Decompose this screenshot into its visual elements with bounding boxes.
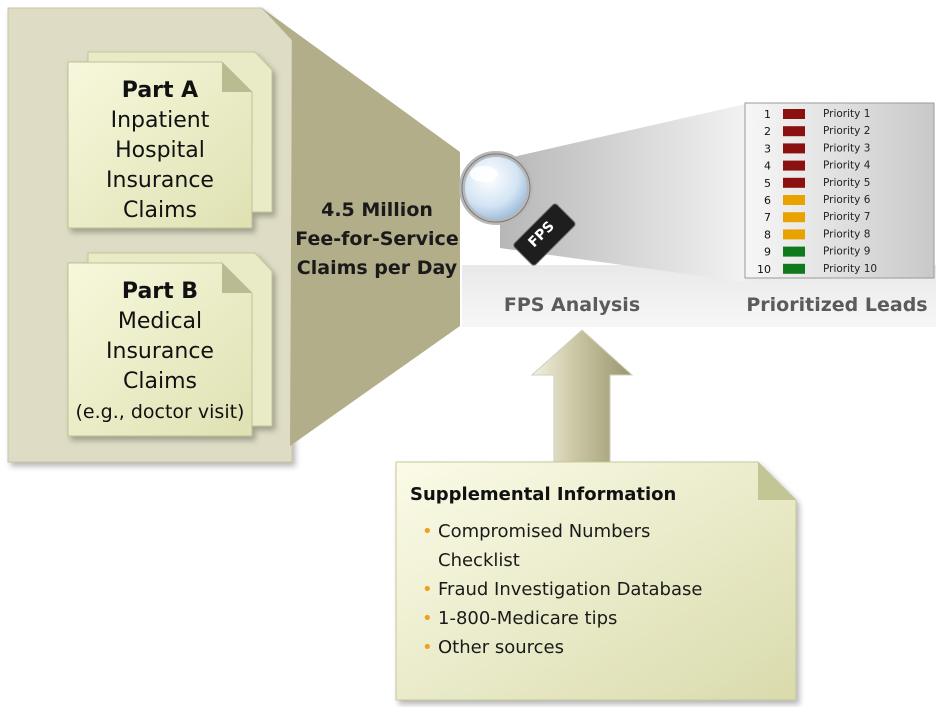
priority-label: Priority 7 xyxy=(823,211,870,223)
priority-rank: 6 xyxy=(764,194,771,207)
part-a-line: Inpatient xyxy=(110,108,210,133)
part-b-line: Medical xyxy=(117,309,203,334)
claims-funnel xyxy=(262,8,460,446)
part-b-title: Part B xyxy=(121,279,199,304)
supplemental-item-line: 1-800-Medicare tips xyxy=(438,608,618,629)
priority-swatch xyxy=(783,177,805,188)
part-b-document xyxy=(67,252,273,437)
bullet-icon: • xyxy=(422,521,433,542)
priority-label: Priority 10 xyxy=(823,263,877,275)
priority-swatch xyxy=(783,143,805,154)
priority-row: 9 Priority 9 xyxy=(764,246,870,259)
priority-label: Priority 4 xyxy=(823,160,871,172)
priority-row: 3 Priority 3 xyxy=(764,142,870,155)
leads-panel xyxy=(744,102,935,279)
supplemental-info: Supplemental Information • Compromised N… xyxy=(410,484,790,662)
priority-swatch xyxy=(783,109,805,119)
priority-label: Priority 8 xyxy=(823,228,870,240)
up-arrow xyxy=(530,329,634,463)
part-a-title: Part A xyxy=(121,78,199,103)
supplemental-item: • Other sources xyxy=(410,633,790,662)
priority-row: 7 Priority 7 xyxy=(764,211,870,224)
part-b-line: (e.g., doctor visit) xyxy=(75,401,245,423)
priority-row: 1 Priority 1 xyxy=(764,108,870,121)
priority-row: 5 Priority 5 xyxy=(764,177,870,190)
bullet-icon: • xyxy=(422,608,433,629)
priority-label: Priority 9 xyxy=(823,246,870,258)
priority-row: 10 Priority 10 xyxy=(757,263,877,276)
supplemental-list: • Compromised Numbers Checklist • Fraud … xyxy=(410,517,790,662)
priority-rank: 4 xyxy=(764,160,771,173)
claims-summary-line: Fee-for-Service xyxy=(295,228,459,250)
part-a-line: Hospital xyxy=(115,138,205,163)
claims-summary-line: Claims per Day xyxy=(296,257,458,279)
priority-row: 2 Priority 2 xyxy=(764,125,870,138)
priority-label: Priority 2 xyxy=(823,125,870,137)
priority-row: 6 Priority 6 xyxy=(764,194,871,207)
supplemental-item: • Fraud Investigation Database xyxy=(410,575,790,604)
bullet-icon: • xyxy=(422,579,433,600)
part-a-document xyxy=(67,51,273,229)
priority-rank: 10 xyxy=(757,263,771,276)
part-b-text: Part B Medical Insurance Claims (e.g., d… xyxy=(68,277,252,427)
priority-swatch xyxy=(783,229,805,240)
priority-label: Priority 3 xyxy=(823,142,870,154)
priority-swatch xyxy=(783,126,805,137)
part-b-line: Insurance xyxy=(106,339,214,364)
priority-rank: 9 xyxy=(764,246,771,259)
supplemental-item: • Compromised Numbers Checklist xyxy=(410,517,790,575)
part-a-line: Claims xyxy=(123,198,197,223)
priority-swatch xyxy=(783,212,805,223)
supplemental-title: Supplemental Information xyxy=(410,484,677,505)
supplemental-item-line: Fraud Investigation Database xyxy=(438,579,703,600)
priority-swatch xyxy=(783,263,805,274)
magnifier-icon: FPS xyxy=(459,151,576,266)
claims-summary-line: 4.5 Million xyxy=(321,199,433,221)
bullet-icon: • xyxy=(422,637,433,658)
priority-row: 8 Priority 8 xyxy=(764,228,870,241)
priority-rank: 7 xyxy=(764,211,771,224)
priority-rank: 3 xyxy=(764,142,771,155)
claims-summary: 4.5 Million Fee-for-Service Claims per D… xyxy=(292,196,462,283)
priority-label: Priority 1 xyxy=(823,108,870,120)
prioritized-leads-caption: Prioritized Leads xyxy=(746,294,928,316)
priority-label: Priority 6 xyxy=(823,194,871,206)
supplemental-item-line: Other sources xyxy=(438,637,564,658)
supplemental-item-line: Checklist xyxy=(438,550,520,571)
part-a-text: Part A Inpatient Hospital Insurance Clai… xyxy=(68,76,252,226)
supplemental-item: • 1-800-Medicare tips xyxy=(410,604,790,633)
priority-swatch xyxy=(783,160,805,171)
supplemental-item-line: Compromised Numbers xyxy=(438,521,651,542)
part-b-line: Claims xyxy=(123,369,197,394)
priority-swatch xyxy=(783,246,805,257)
priority-swatch xyxy=(783,195,805,205)
fps-analysis-caption: FPS Analysis xyxy=(503,294,641,316)
supplemental-box xyxy=(395,461,797,701)
priority-rank: 2 xyxy=(764,125,771,138)
priority-row: 4 Priority 4 xyxy=(764,160,871,173)
part-a-line: Insurance xyxy=(106,168,214,193)
priority-rank: 5 xyxy=(764,177,771,190)
priority-label: Priority 5 xyxy=(823,177,870,189)
priority-rank: 1 xyxy=(764,108,771,121)
priority-rank: 8 xyxy=(764,228,771,241)
